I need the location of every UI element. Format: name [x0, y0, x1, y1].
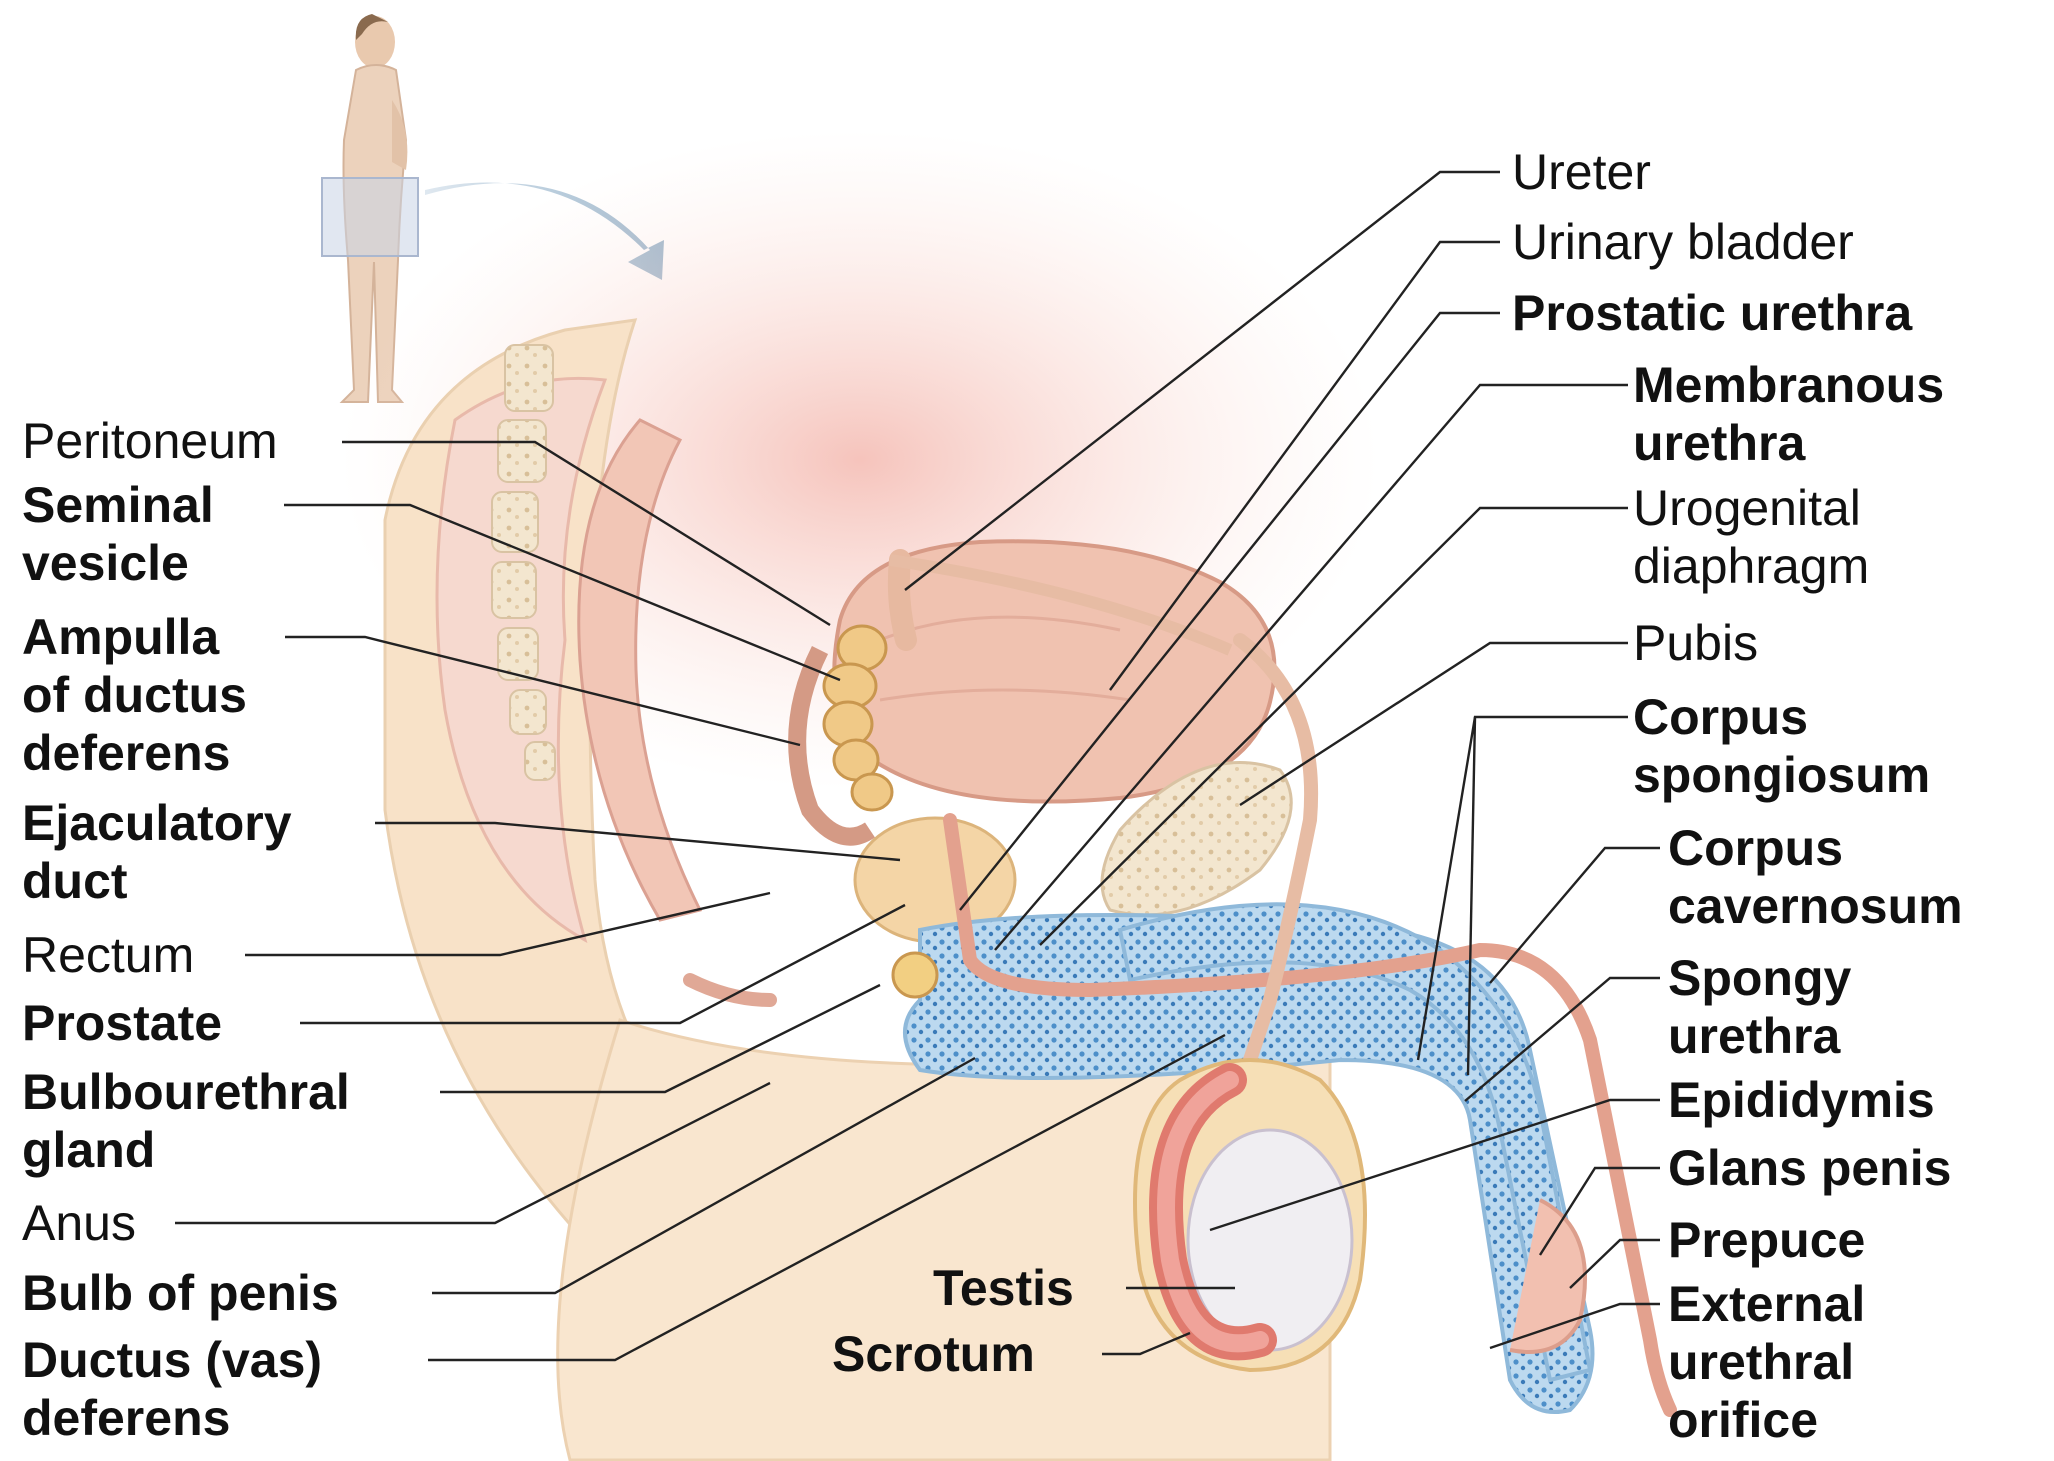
- label-bulb-of-penis: Bulb of penis: [22, 1265, 339, 1321]
- label-membranous-urethra: Membranous urethra: [1633, 357, 1945, 471]
- label-pubis: Pubis: [1633, 615, 1759, 671]
- label-glans-penis: Glans penis: [1668, 1140, 1952, 1196]
- label-corpus-spongiosum: Corpus spongiosum: [1633, 689, 1931, 803]
- figure-icon: [321, 14, 419, 403]
- label-epididymis: Epididymis: [1668, 1072, 1935, 1128]
- leader-lines: [175, 170, 1660, 1362]
- label-ampulla-of-ductus-deferens: Ampulla of ductus deferens: [22, 609, 247, 781]
- label-ductus-deferens: Ductus (vas) deferens: [22, 1332, 323, 1446]
- label-peritoneum: Peritoneum: [22, 413, 278, 469]
- label-anus: Anus: [22, 1195, 136, 1251]
- seminal-vesicle-shape: [822, 624, 894, 812]
- label-prostate: Prostate: [22, 995, 223, 1051]
- label-spongy-urethra: Spongy urethra: [1668, 950, 1852, 1064]
- label-urogenital-diaphragm: Urogenital diaphragm: [1633, 480, 1870, 594]
- label-prepuce: Prepuce: [1668, 1212, 1866, 1268]
- label-ejaculatory-duct: Ejaculatory duct: [22, 795, 292, 909]
- label-seminal-vesicle: Seminal vesicle: [22, 477, 214, 591]
- label-urinary-bladder: Urinary bladder: [1512, 214, 1854, 270]
- label-ureter: Ureter: [1512, 144, 1651, 200]
- label-bulbourethral-gland: Bulbourethral gland: [22, 1064, 350, 1178]
- label-corpus-cavernosum: Corpus cavernosum: [1668, 820, 1963, 934]
- label-prostatic-urethra: Prostatic urethra: [1512, 285, 1913, 341]
- label-rectum: Rectum: [22, 927, 195, 983]
- label-external-urethral-orifice: External urethral orifice: [1668, 1276, 1866, 1448]
- label-scrotum: Scrotum: [832, 1326, 1035, 1382]
- label-testis: Testis: [933, 1260, 1074, 1316]
